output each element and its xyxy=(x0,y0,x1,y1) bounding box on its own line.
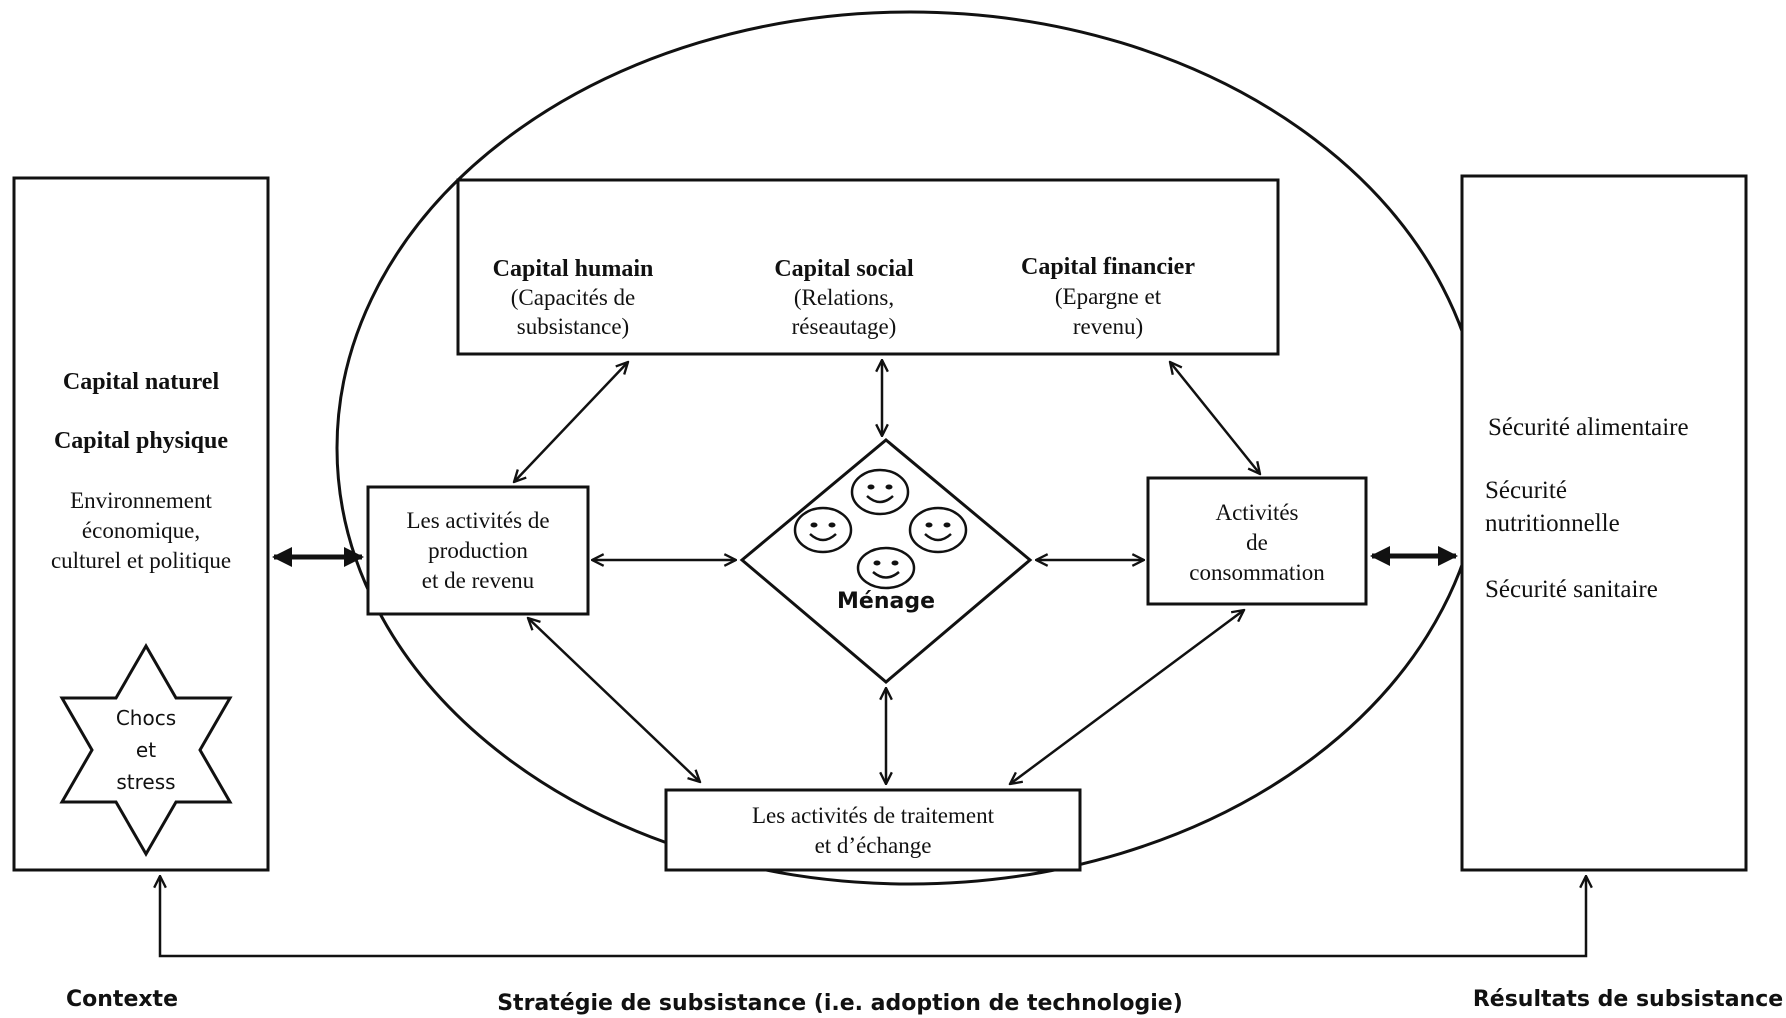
processing-box xyxy=(664,788,1082,872)
capital-financier-line-1: (Epargne et xyxy=(1055,284,1162,309)
outcome-nutrition-line-2: nutritionnelle xyxy=(1485,510,1620,537)
shock-line-3: stress xyxy=(116,770,175,794)
processing-line-1: Les activités de traitement xyxy=(752,803,995,828)
arrow-financier-consumption xyxy=(1170,362,1260,474)
outcome-food-security: Sécurité alimentaire xyxy=(1488,414,1689,441)
production-line-1: Les activités de xyxy=(406,508,549,533)
capital-naturel-label: Capital naturel xyxy=(63,369,220,395)
capital-humain-line-1: (Capacités de xyxy=(511,285,636,310)
capital-social-line-2: réseautage) xyxy=(792,314,897,339)
capital-humain-line-2: subsistance) xyxy=(517,314,629,339)
smiley-face-icon xyxy=(856,546,916,590)
outcomes-box xyxy=(1460,174,1748,872)
arrow-humain-production xyxy=(514,362,628,482)
consumption-line-2: de xyxy=(1246,530,1268,555)
production-line-2: production xyxy=(428,538,528,563)
footer-context-label: Contexte xyxy=(66,987,178,1012)
shock-star-icon xyxy=(59,642,233,858)
capital-social-title: Capital social xyxy=(774,256,914,282)
consumption-line-3: consommation xyxy=(1189,560,1325,585)
processing-line-2: et d’échange xyxy=(815,833,932,858)
capital-humain-title: Capital humain xyxy=(493,256,654,282)
shock-line-2: et xyxy=(136,738,156,762)
footer-outcomes-label: Résultats de subsistance xyxy=(1473,987,1783,1012)
outcome-nutrition-line-1: Sécurité xyxy=(1485,477,1567,504)
footer-strategy-label: Stratégie de subsistance (i.e. adoption … xyxy=(497,991,1183,1016)
environment-line-1: Environnement xyxy=(70,488,212,513)
production-line-3: et de revenu xyxy=(422,568,535,593)
smiley-face-icon xyxy=(793,506,853,554)
capital-financier-line-2: revenu) xyxy=(1073,314,1143,339)
arrow-consumption-processing xyxy=(1010,610,1244,784)
capital-physique-label: Capital physique xyxy=(54,428,228,454)
shock-line-1: Chocs xyxy=(116,706,176,730)
household-label: Ménage xyxy=(837,589,935,614)
smiley-face-icon xyxy=(850,468,910,516)
strategy-ellipse xyxy=(335,10,1485,886)
capital-financier-title: Capital financier xyxy=(1021,254,1195,280)
capitals-box xyxy=(456,178,1280,356)
environment-line-3: culturel et politique xyxy=(51,548,231,573)
capital-social-line-1: (Relations, xyxy=(794,285,894,310)
feedback-line xyxy=(160,876,1586,958)
outcome-health-security: Sécurité sanitaire xyxy=(1485,576,1658,603)
production-box xyxy=(366,485,590,616)
smiley-face-icon xyxy=(908,506,968,554)
consumption-line-1: Activités xyxy=(1215,500,1298,525)
environment-line-2: économique, xyxy=(82,518,200,543)
consumption-box xyxy=(1146,476,1368,606)
arrow-production-processing xyxy=(528,618,700,782)
